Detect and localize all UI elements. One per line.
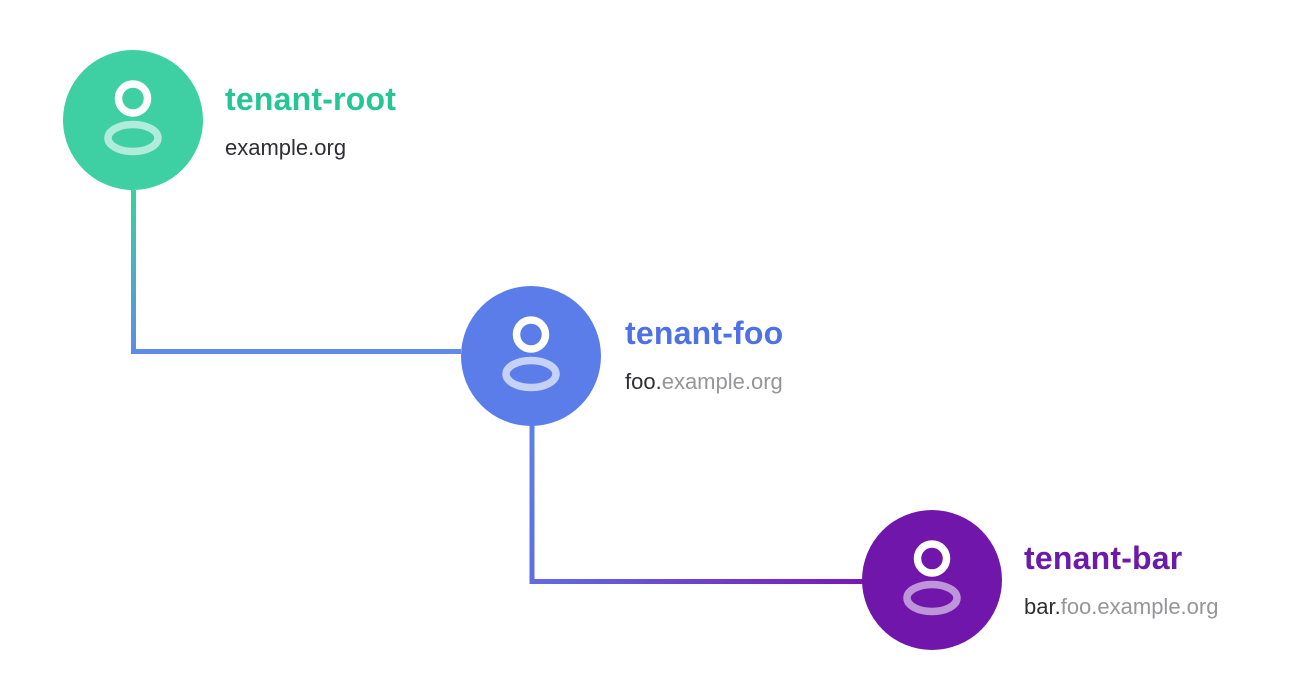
- user-icon: [104, 80, 162, 156]
- domain-suffix: foo.example.org: [1060, 594, 1219, 619]
- node-tenant-bar-avatar: [862, 510, 1002, 650]
- node-domain: foo.example.org: [625, 369, 783, 395]
- connector-foo-to-bar: [529, 425, 863, 584]
- node-title: tenant-foo: [625, 315, 784, 351]
- user-icon: [903, 540, 961, 616]
- domain-prefix: foo.: [625, 369, 662, 394]
- node-tenant-foo-avatar: [461, 286, 601, 426]
- connector-root-to-foo: [131, 190, 461, 354]
- node-domain: bar.foo.example.org: [1024, 594, 1218, 620]
- node-title: tenant-bar: [1024, 540, 1183, 576]
- node-tenant-root-label: tenant-root example.org: [225, 82, 396, 161]
- node-domain: example.org: [225, 135, 396, 161]
- domain-prefix: example.org: [225, 135, 347, 160]
- node-tenant-bar-label: tenant-bar bar.foo.example.org: [1024, 541, 1218, 620]
- domain-suffix: example.org: [661, 369, 783, 394]
- node-tenant-root-avatar: [63, 50, 203, 190]
- user-icon: [502, 316, 560, 392]
- node-tenant-foo-label: tenant-foo foo.example.org: [625, 316, 783, 395]
- node-title: tenant-root: [225, 81, 397, 117]
- domain-prefix: bar.: [1024, 594, 1061, 619]
